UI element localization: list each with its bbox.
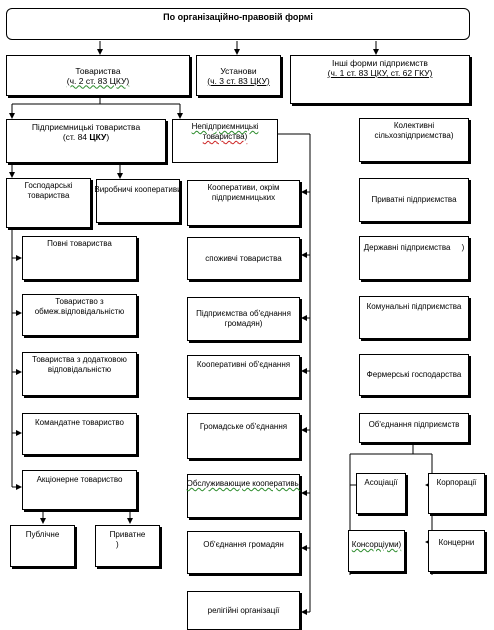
joint-stock-public: Публічне bbox=[10, 525, 75, 567]
other-forms-ref: (ч. 1 ст. 83 ЦКУ, ст. 62 ГКУ) bbox=[327, 68, 433, 78]
business-companies-line1: Господарські bbox=[24, 181, 73, 190]
business-companies-box: Господарські товариства bbox=[6, 178, 91, 228]
companies-ref: (ч. 2 ст. 83 ЦКУ) bbox=[66, 75, 130, 86]
non-entrepreneurial-line1: Непідприємницькі bbox=[191, 122, 259, 131]
companies-title: Товариства bbox=[75, 65, 121, 76]
nonent-type-religious: релігійні організації bbox=[187, 591, 300, 630]
corporations-box: Корпорації bbox=[428, 473, 485, 514]
nonent-type-coop-associations: Кооперативні об'єднання bbox=[187, 355, 300, 398]
joint-stock-private: Публічне Приватне ) bbox=[95, 525, 160, 567]
business-type-limited-partnership: Командатне товариство bbox=[22, 413, 137, 455]
concerns-box: Концерни bbox=[428, 530, 485, 572]
non-entrepreneurial-line2: товариства) bbox=[202, 132, 248, 141]
production-cooperatives-box: Виробничі кооперативи bbox=[94, 179, 182, 223]
other-type-state: Державні підприємства ) bbox=[359, 236, 469, 280]
nonent-type-cooperatives: Кооперативи, окрім підприємницьких bbox=[187, 180, 300, 226]
other-type-associations-group: Об'єднання підприємств bbox=[359, 413, 469, 443]
nonent-type-public-association: Громадське об'єднання bbox=[187, 413, 300, 459]
business-companies-line2: товариства bbox=[27, 191, 70, 200]
nonent-type-citizens-enterprises: Підприємства об'єднання громадян) bbox=[187, 297, 300, 341]
non-entrepreneurial-box: Непідприємницькі товариства) bbox=[172, 119, 278, 163]
business-type-joint-stock: Акціонерне товариство bbox=[22, 470, 137, 510]
production-cooperatives-label: Виробничі кооперативи bbox=[94, 185, 182, 194]
other-type-collective: Колективні сільхозпідприємства) bbox=[359, 118, 469, 162]
business-type-additional-liability: Товариства з додатковою відповідальністю bbox=[22, 352, 137, 396]
entrepreneurial-line1: Підприємницькі товариства bbox=[31, 122, 141, 132]
other-forms-title: Інші форми підприємств bbox=[332, 58, 428, 68]
institutions-ref: (ч. 3 ст. 83 ЦКУ) bbox=[207, 75, 270, 86]
other-type-farm: Фермерські господарства bbox=[359, 354, 469, 396]
other-type-communal: Комунальні підприємства bbox=[359, 296, 469, 339]
business-type-full: Повні товариства bbox=[22, 236, 137, 280]
institutions-title: Установи bbox=[220, 65, 257, 76]
other-forms-box: Інші форми підприємств (ч. 1 ст. 83 ЦКУ,… bbox=[290, 55, 470, 104]
root-title: По організаційно-правовій формі bbox=[163, 12, 313, 22]
nonent-type-service-coops: Обслуживающие кооперативы bbox=[187, 474, 300, 518]
other-type-private: Приватні підприємства bbox=[359, 178, 469, 222]
associations-box: Асоціації bbox=[356, 473, 406, 514]
nonent-type-consumer: споживчі товариства bbox=[187, 237, 300, 280]
entrepreneurial-line2: (ст. 84 ЦКУ) bbox=[62, 132, 110, 142]
business-type-llc: Товариство з обмеж.відповідальністю bbox=[22, 294, 137, 336]
nonent-type-citizens-association: Об'єднання громадян bbox=[187, 531, 300, 574]
consortia-box: Консорціуми) bbox=[348, 530, 405, 572]
institutions-box: Установи (ч. 3 ст. 83 ЦКУ) bbox=[196, 55, 281, 96]
root-box: По організаційно-правовій формі bbox=[6, 8, 470, 40]
entrepreneurial-box: Підприємницькі товариства (ст. 84 ЦКУ) bbox=[6, 119, 166, 163]
companies-box: Товариства (ч. 2 ст. 83 ЦКУ) bbox=[6, 55, 190, 96]
